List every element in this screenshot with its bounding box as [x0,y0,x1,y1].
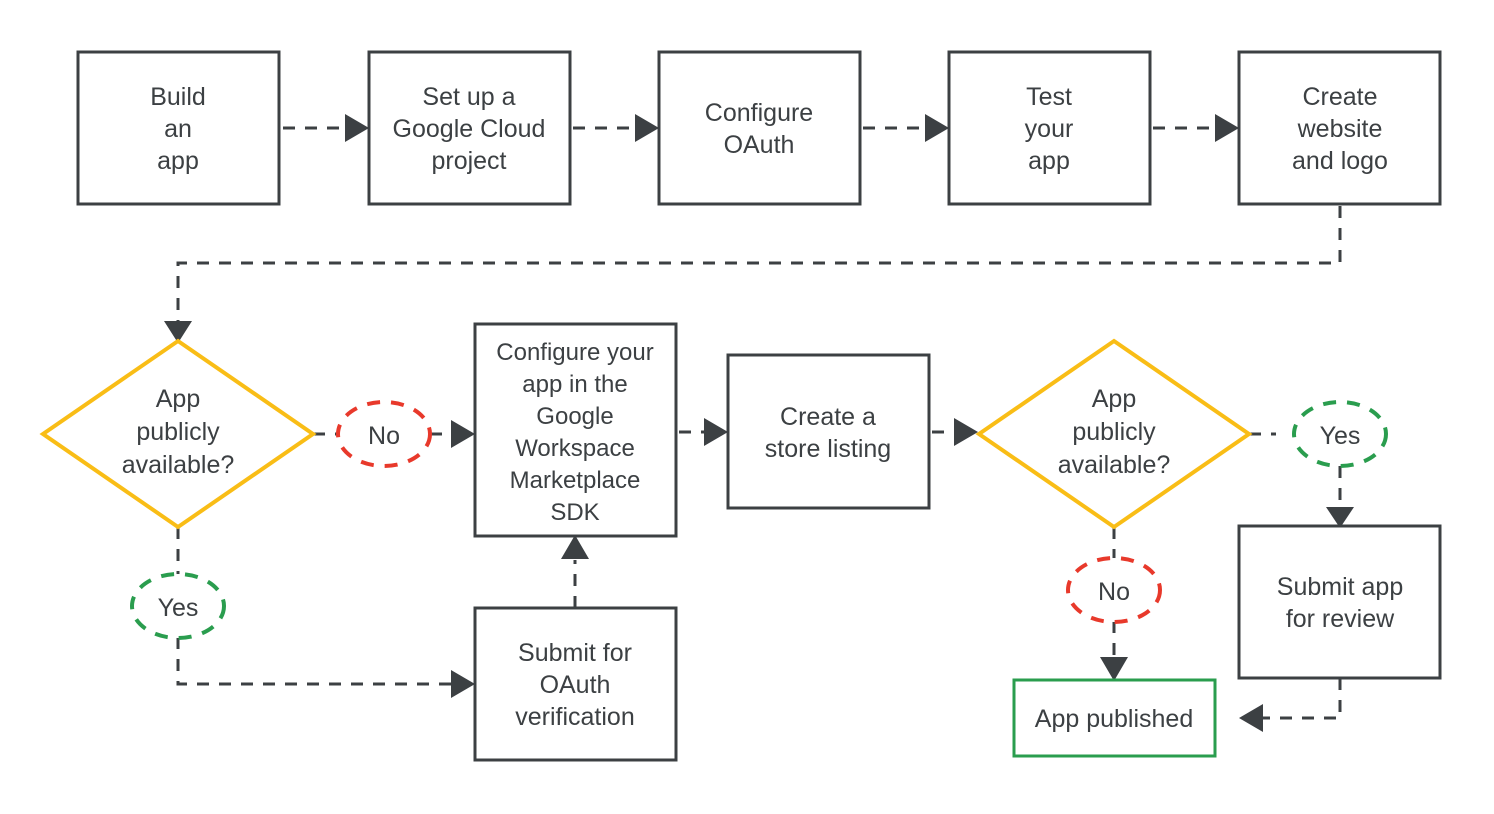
node-label-line: Test [1026,83,1072,111]
node-set-up-project[interactable]: Set up a Google Cloud project [367,50,572,206]
arrow-head-icon [1326,507,1354,528]
node-label-line: website [1297,115,1383,143]
node-label-line: an [164,115,192,143]
edge-label-yes-2: Yes [1292,400,1388,468]
node-shape-diamond [975,338,1253,530]
node-label-line: and logo [1292,147,1388,175]
node-shape-rect [1237,50,1442,206]
label-shape-ellipse [1066,556,1162,624]
edge-label-no-1: No [336,400,432,468]
node-label-line: store listing [765,435,891,463]
node-label-line: Submit for [518,639,632,667]
node-create-website-logo[interactable]: Create website and logo [1237,50,1442,206]
node-label-line: app in the [522,371,627,398]
node-submit-oauth[interactable]: Submit for OAuth verification [473,606,678,762]
edge-decision1-yes [176,527,475,698]
node-label-line: Google [536,403,613,430]
edge-decision1-no [313,420,475,448]
edge-oauth-to-test [863,114,949,142]
node-label-line: app [1028,147,1070,175]
arrow-head-icon [561,535,589,559]
node-label-line: App [1092,385,1136,413]
label-shape-ellipse [130,572,226,640]
node-shape-rect [726,353,931,510]
edge-label-text: Yes [158,594,199,622]
node-label-line: publicly [136,418,220,446]
node-label-line: Configure your [496,339,653,366]
label-shape-ellipse [1292,400,1388,468]
node-label-line: Workspace [515,435,635,462]
node-create-store-listing[interactable]: Create a store listing [726,353,931,510]
node-label-line: SDK [550,499,599,526]
edge-label-text: No [1098,578,1130,606]
node-shape-diamond [39,338,317,530]
arrow-head-icon [1215,114,1239,142]
node-label-line: Marketplace [510,467,641,494]
label-shape-ellipse [336,400,432,468]
edge-label-text: No [368,422,400,450]
node-shape-rect [1012,678,1217,758]
node-decision-public-1[interactable]: App publicly available? [39,338,317,530]
node-label-line: Google Cloud [393,115,546,143]
edge-label-no-2: No [1066,556,1162,624]
node-submit-review[interactable]: Submit app for review [1237,524,1442,680]
node-label-line: Set up a [422,83,515,111]
node-label-line: Create [1302,83,1377,111]
arrow-head-icon [451,420,475,448]
edge-review-to-published [1239,678,1342,732]
node-label-line: project [431,147,506,175]
connectors: configure SDK --> submit for OAuth verif… [164,114,1354,732]
node-shape-rect [1237,524,1442,680]
edge-project-to-oauth [573,114,659,142]
node-label-line: Build [150,83,206,111]
node-label-line: verification [515,703,635,731]
edge-decision2-yes [1249,432,1354,528]
arrow-head-icon [954,418,978,446]
arrow-head-icon [451,670,475,698]
arrow-head-icon [1239,704,1263,732]
node-label-line: Configure [705,99,813,127]
node-label-line: OAuth [540,671,611,699]
node-label-line: App published [1035,705,1193,733]
node-label-line: publicly [1072,418,1156,446]
arrow-head-icon [345,114,369,142]
node-shape-rect [947,50,1152,206]
arrow-head-icon [1100,657,1128,681]
node-label-line: App [156,385,200,413]
edge-test-to-website [1153,114,1239,142]
arrow-head-icon [635,114,659,142]
node-configure-sdk[interactable]: Configure your app in the Google Workspa… [473,322,678,538]
node-build-an-app[interactable]: Build an app [76,50,281,206]
node-shape-rect [657,50,862,206]
node-label-line: available? [1058,451,1171,479]
node-shape-rect [473,322,678,538]
arrow-head-icon [704,418,728,446]
node-configure-oauth[interactable]: Configure OAuth [657,50,862,206]
node-shape-rect [367,50,572,206]
edge-listing-to-decision2 [932,418,978,446]
node-shape-rect [473,606,678,762]
arrow-head-icon [164,321,192,343]
arrow-head-icon [925,114,949,142]
edge-label-yes-1: Yes [130,572,226,640]
edge-website-to-decision1 [164,206,1342,343]
node-label-line: Create a [780,403,876,431]
edge-decision2-no [1100,527,1128,681]
node-test-your-app[interactable]: Test your app [947,50,1152,206]
node-label-line: your [1025,115,1074,143]
node-decision-public-2[interactable]: App publicly available? [975,338,1253,530]
edge-label-text: Yes [1320,422,1361,450]
node-label-line: available? [122,451,235,479]
node-label-line: Submit app [1277,573,1403,601]
node-app-published[interactable]: App published [1012,678,1217,758]
node-label-line: OAuth [724,131,795,159]
node-label-line: for review [1286,605,1395,633]
edge-sdk-to-listing [679,418,728,446]
node-label-line: app [157,147,199,175]
node-shape-rect [76,50,281,206]
edge-build-to-project [283,114,369,142]
edge-oauthverify-to-sdk [561,535,589,608]
